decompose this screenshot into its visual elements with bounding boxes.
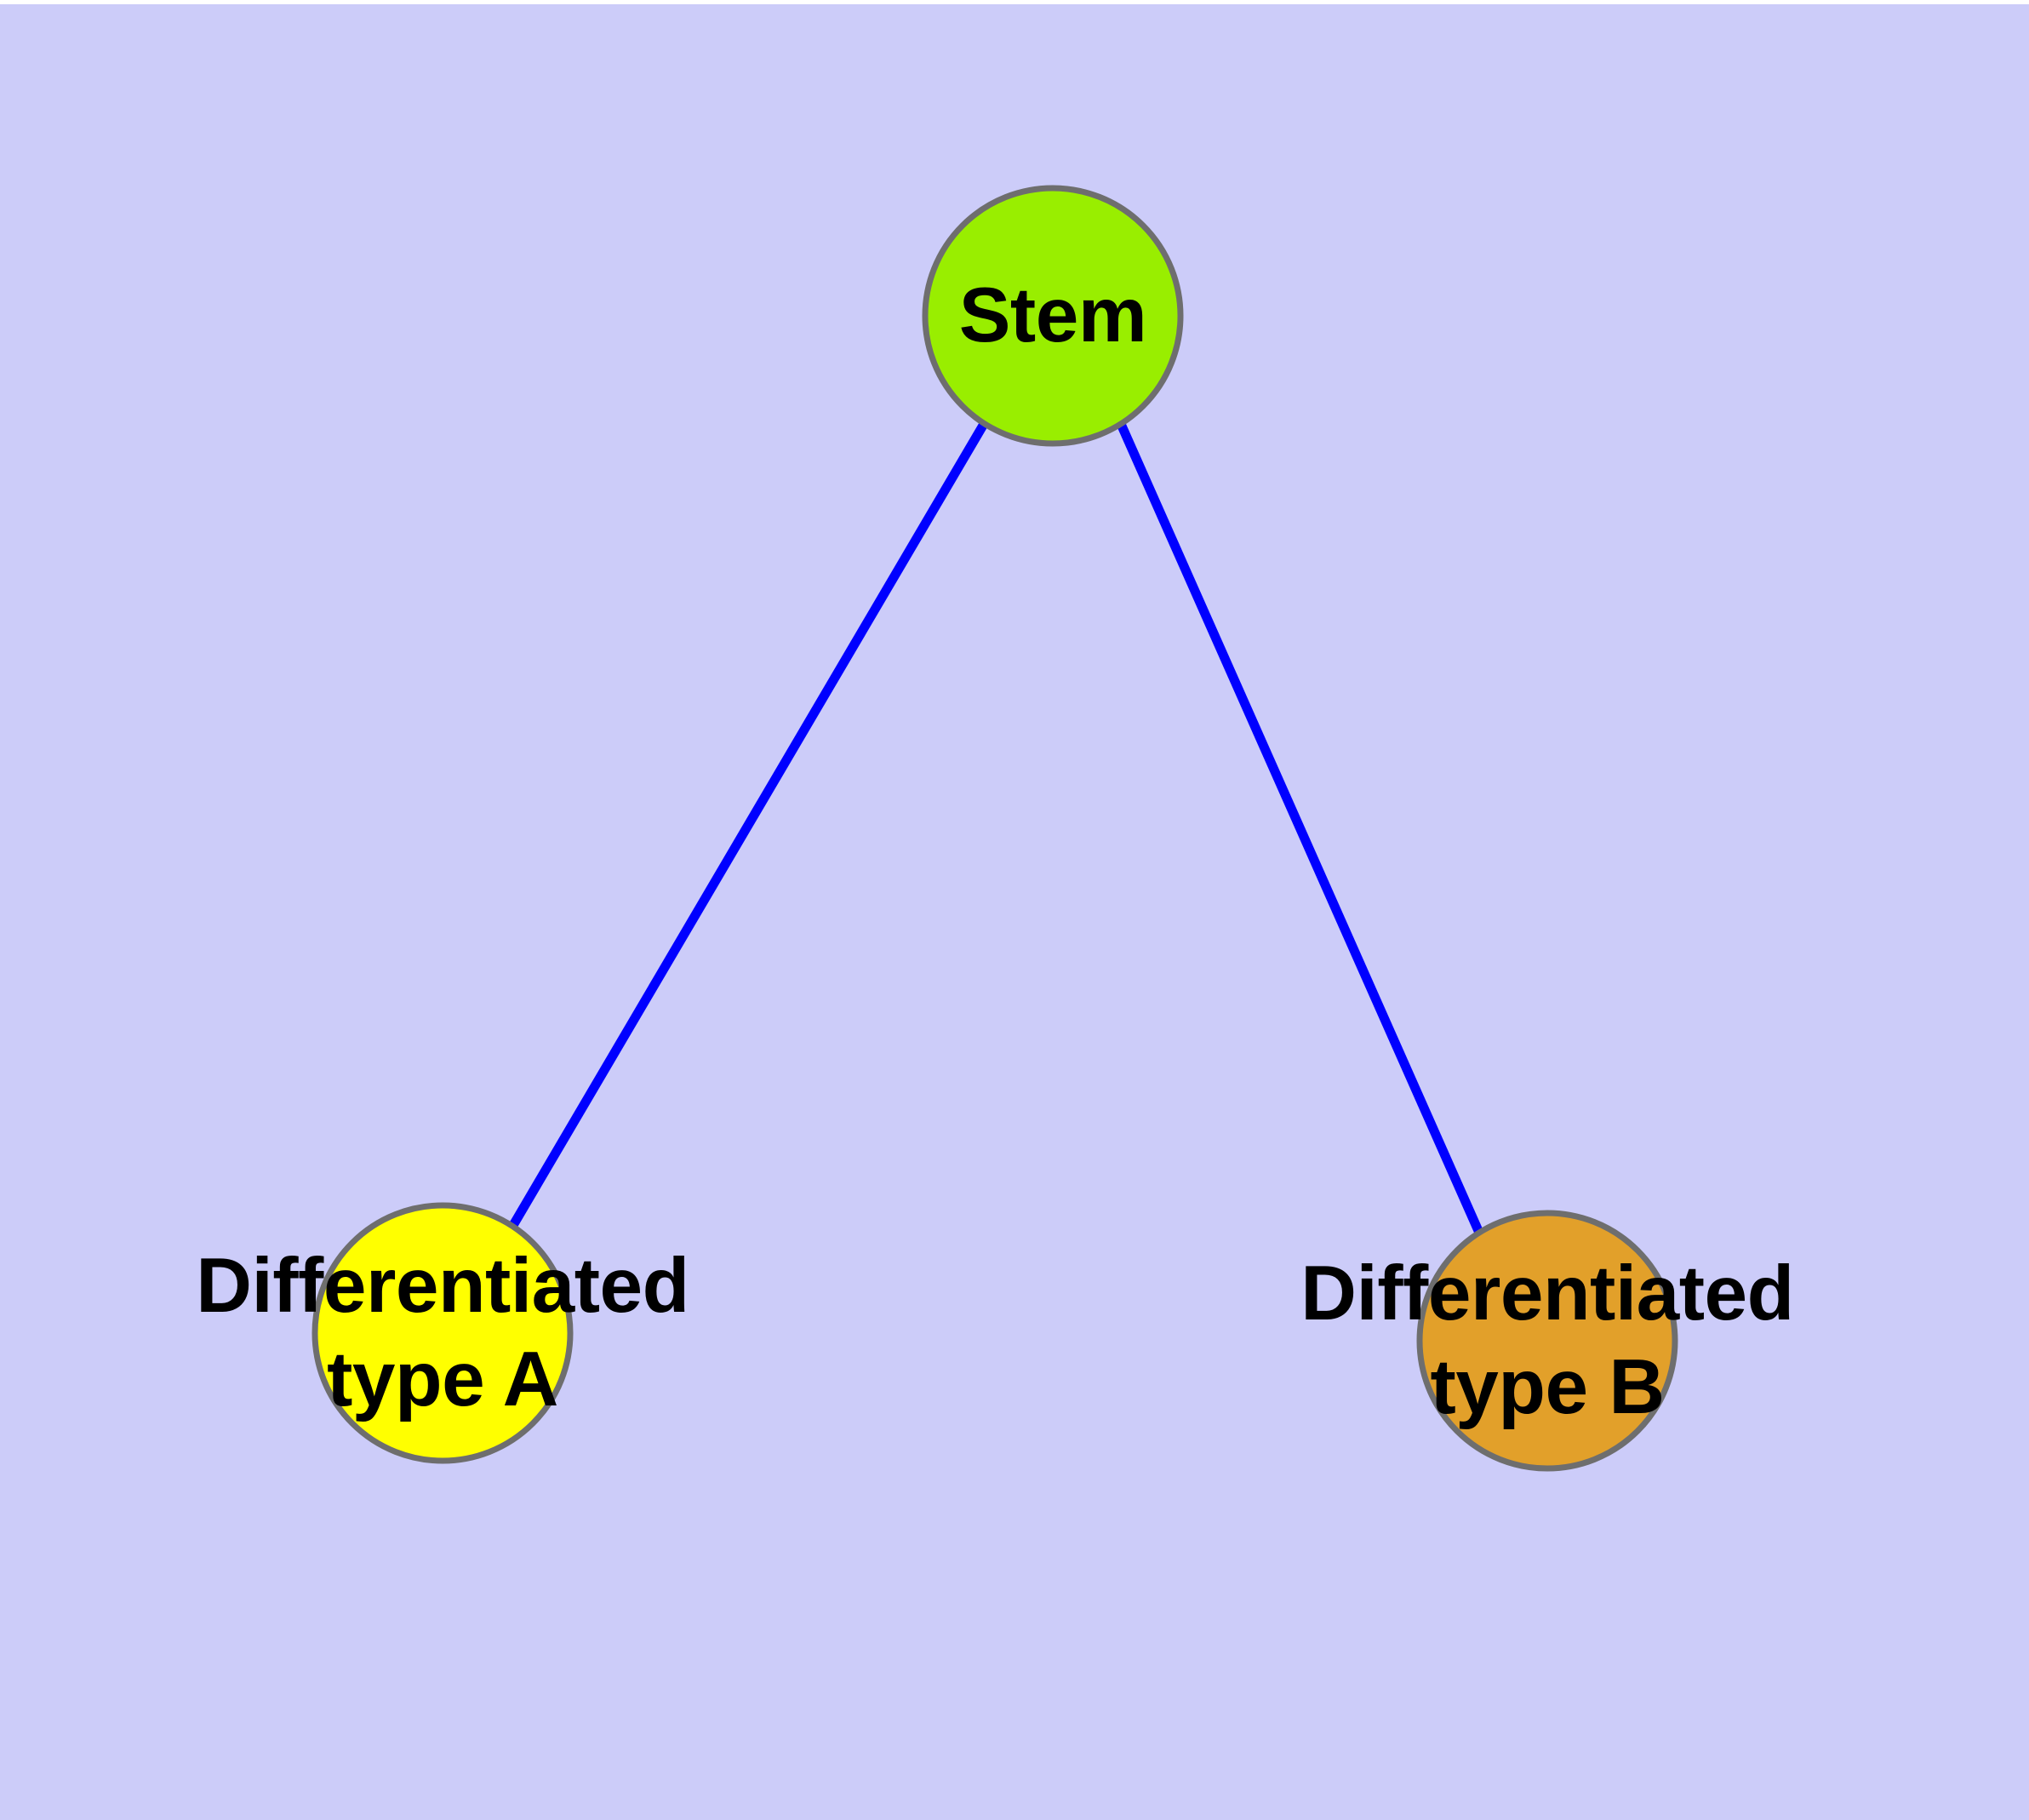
edge-stem-to-diff-a [508, 421, 988, 1229]
node-circle-diff-b[interactable] [1416, 1210, 1678, 1472]
edge-layer [508, 421, 1484, 1235]
node-layer [311, 185, 1678, 1472]
edge-stem-to-diff-b [1116, 421, 1484, 1235]
node-circle-diff-a[interactable] [311, 1202, 574, 1464]
node-circle-stem[interactable] [922, 185, 1184, 447]
